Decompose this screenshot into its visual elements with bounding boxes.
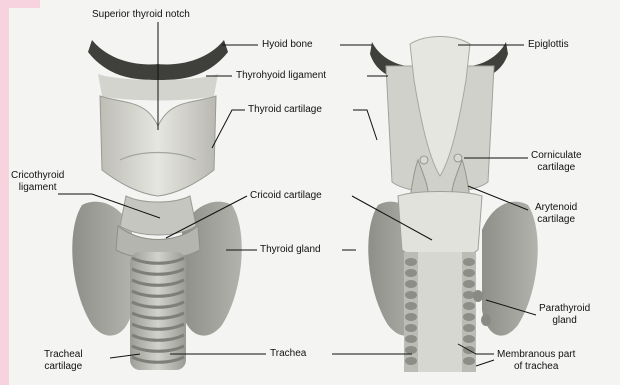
leader-membranous-lower [476,360,494,366]
tracheal-ring-end [463,269,475,277]
leader-thyroid-cartilage-right [353,110,377,140]
tracheal-ring-end [405,324,417,332]
label-trachea: Trachea [270,348,306,360]
label-thyrohyoid-ligament: Thyrohyoid ligament [236,70,326,82]
tracheal-ring-end [463,258,475,266]
tracheal-ring-end [405,269,417,277]
tracheal-ring-end [463,357,475,365]
label-parathyroid-gland: Parathyroid gland [539,303,590,327]
trachea-anterior [130,252,186,370]
corniculate-left [420,156,428,164]
label-arytenoid-cartilage: Arytenoid cartilage [535,202,577,226]
tracheal-ring-end [405,291,417,299]
corniculate-right [454,154,462,162]
label-cricoid-cartilage: Cricoid cartilage [250,190,322,202]
label-membranous-part-of-trachea: Membranous part of trachea [497,349,575,373]
tracheal-ring-end [405,302,417,310]
label-cricothyroid-ligament: Cricothyroid ligament [11,170,64,194]
thyroid-gland-right-lobe-posterior [482,202,538,336]
tracheal-ring-end [463,280,475,288]
label-thyroid-gland: Thyroid gland [260,244,321,256]
tracheal-ring-end [463,302,475,310]
tracheal-ring-end [405,313,417,321]
label-corniculate-cartilage: Corniculate cartilage [531,150,582,174]
membranous-wall [418,252,462,372]
trachea-posterior [404,252,476,372]
label-epiglottis: Epiglottis [528,39,569,51]
leader-thyroid-cartilage-left [212,110,245,148]
label-thyroid-cartilage: Thyroid cartilage [248,104,322,116]
tracheal-ring-end [463,313,475,321]
anterior-view [72,40,241,370]
tracheal-ring-end [405,346,417,354]
tracheal-ring-end [463,324,475,332]
tracheal-ring-end [405,258,417,266]
label-hyoid-bone: Hyoid bone [262,39,313,51]
label-tracheal-cartilage: Tracheal cartilage [44,349,83,373]
tracheal-ring-end [405,335,417,343]
parathyroid-gland-lower [481,314,491,326]
tracheal-ring-end [463,335,475,343]
parathyroid-gland-upper [473,290,483,302]
tracheal-ring-end [405,357,417,365]
label-superior-thyroid-notch: Superior thyroid notch [92,9,190,21]
cricoid-cartilage-posterior [398,192,482,260]
cricothyroid-region [120,196,196,235]
tracheal-ring-end [405,280,417,288]
